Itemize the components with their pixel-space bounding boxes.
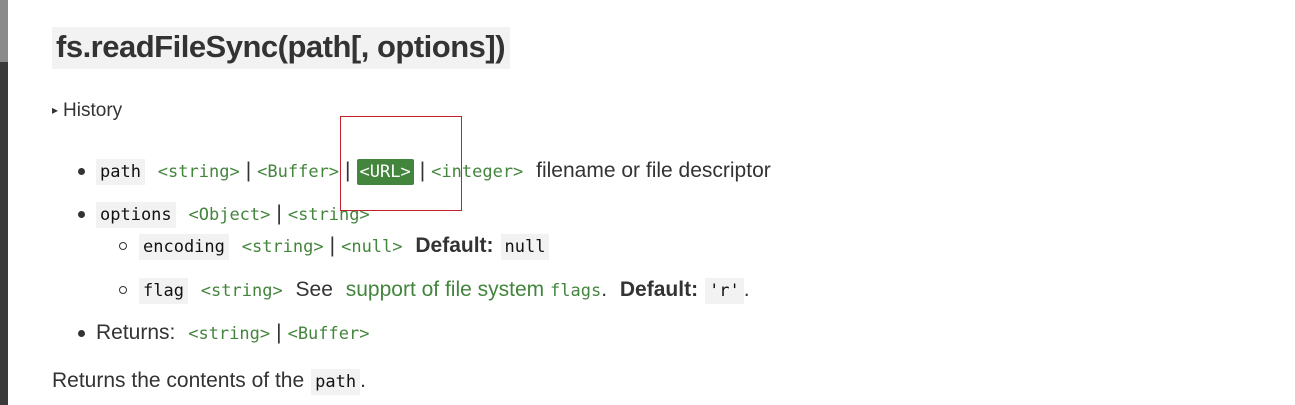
punctuation: . [601,278,608,301]
flags-link-code: flags [550,281,602,301]
list-bullet-icon [78,168,85,175]
summary-code-path: path [311,369,361,395]
sublist-bullet-icon [119,242,127,250]
scrollbar-thumb[interactable] [0,0,8,62]
history-toggle[interactable]: ▸ History [52,100,122,122]
default-label: Default: [415,234,494,257]
flags-link-text: support of file system [345,278,545,301]
list-bullet-icon [78,211,85,218]
param-name-path: path [96,159,145,185]
param-name-options: options [96,202,176,228]
default-label: Default: [619,278,699,301]
param-path: path <string>|<Buffer>|<URL>|<integer> f… [96,157,771,185]
type-link-integer[interactable]: <integer> [431,162,524,182]
type-link-string[interactable]: <string> [200,281,283,301]
type-link-buffer[interactable]: <Buffer> [257,162,340,182]
type-link-url[interactable]: <URL> [356,159,414,185]
punctuation: . [360,369,366,392]
type-separator: | [276,321,282,344]
returns: Returns: <string>|<Buffer> [96,319,369,347]
default-value: null [500,234,550,260]
see-text: See [295,278,333,301]
type-separator: | [419,159,426,182]
list-bullet-icon [78,330,85,337]
type-separator: | [345,159,351,182]
param-options: options <Object>|<string> [96,200,370,228]
history-label: History [63,100,123,121]
type-link-string[interactable]: <string> [188,324,271,344]
type-link-string[interactable]: <string> [157,162,240,182]
param-description: filename or file descriptor [536,159,771,182]
option-flag: flag <string> See support of file system… [139,276,750,304]
type-link-null[interactable]: <null> [341,237,403,257]
summary-paragraph: Returns the contents of the path. [52,367,366,395]
type-separator: | [245,159,252,182]
disclosure-triangle-icon: ▸ [52,103,59,117]
type-link-string[interactable]: <string> [241,237,324,257]
option-name-flag: flag [139,278,188,304]
returns-label: Returns: [96,321,176,344]
type-link-string[interactable]: <string> [287,205,370,225]
punctuation: . [743,278,750,301]
type-separator: | [276,202,282,225]
api-heading: fs.readFileSync(path[, options]) [52,27,511,69]
type-separator: | [329,234,336,257]
summary-text: Returns the contents of the [52,369,305,392]
flags-support-link[interactable]: support of file system flags [346,278,601,301]
option-encoding: encoding <string>|<null> Default: null [139,232,550,260]
sublist-bullet-icon [119,286,127,294]
option-name-encoding: encoding [139,234,229,260]
type-link-object[interactable]: <Object> [188,205,271,225]
type-link-buffer[interactable]: <Buffer> [287,324,370,344]
doc-content: fs.readFileSync(path[, options]) ▸ Histor… [52,0,1295,405]
default-value: 'r' [705,278,744,304]
scrollbar-track[interactable] [0,0,8,405]
